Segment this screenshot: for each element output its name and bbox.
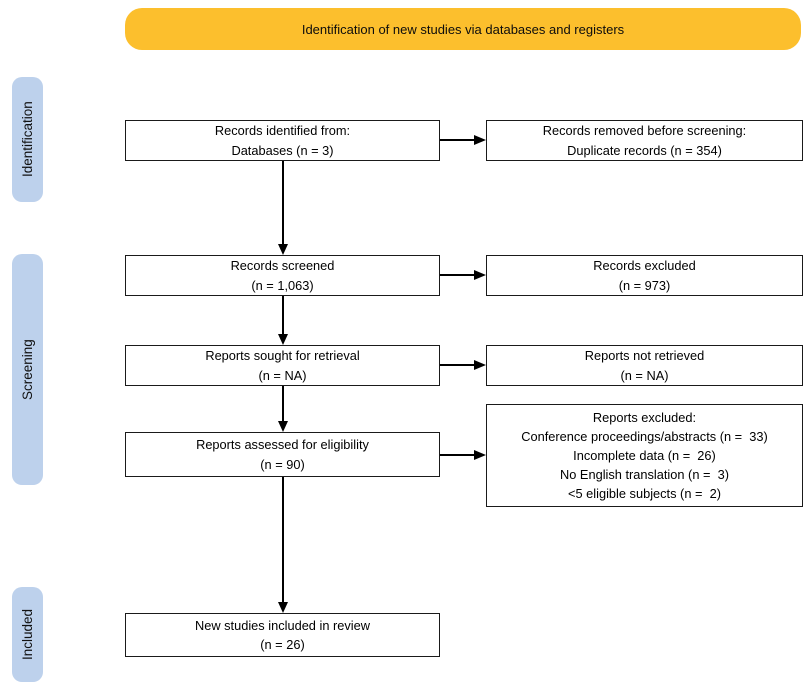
- arrowhead-right-icon: [474, 134, 486, 145]
- arrowhead-down-icon: [277, 334, 288, 345]
- arrowhead-down-icon: [277, 421, 288, 432]
- arrowhead-down-icon: [277, 244, 288, 255]
- box-reports-sought: Reports sought for retrieval (n = NA): [125, 345, 440, 386]
- box-reports-excluded: Reports excluded: Conference proceedings…: [486, 404, 803, 507]
- banner-databases-registers: Identification of new studies via databa…: [125, 8, 801, 50]
- arrowhead-down-icon: [277, 602, 288, 613]
- arrowhead-right-icon: [474, 269, 486, 280]
- box-records-identified: Records identified from: Databases (n = …: [125, 120, 440, 161]
- arrowhead-right-icon: [474, 359, 486, 370]
- arrow-identified-to-screened: [282, 161, 284, 244]
- arrow-sought-to-not-retrieved: [440, 364, 475, 366]
- arrow-screened-to-excluded: [440, 274, 475, 276]
- stage-label-included: Included: [12, 587, 43, 682]
- box-reports-assessed: Reports assessed for eligibility (n = 90…: [125, 432, 440, 477]
- box-reports-not-retrieved: Reports not retrieved (n = NA): [486, 345, 803, 386]
- arrow-assessed-to-included: [282, 477, 284, 602]
- arrowhead-right-icon: [474, 449, 486, 460]
- stage-label-screening: Screening: [12, 254, 43, 485]
- box-records-excluded: Records excluded (n = 973): [486, 255, 803, 296]
- box-new-studies-included: New studies included in review (n = 26): [125, 613, 440, 657]
- box-records-screened: Records screened (n = 1,063): [125, 255, 440, 296]
- box-records-removed: Records removed before screening: Duplic…: [486, 120, 803, 161]
- arrow-sought-to-assessed: [282, 386, 284, 421]
- arrow-identified-to-removed: [440, 139, 475, 141]
- arrow-screened-to-sought: [282, 296, 284, 334]
- stage-label-identification: Identification: [12, 77, 43, 202]
- arrow-assessed-to-reports-excluded: [440, 454, 475, 456]
